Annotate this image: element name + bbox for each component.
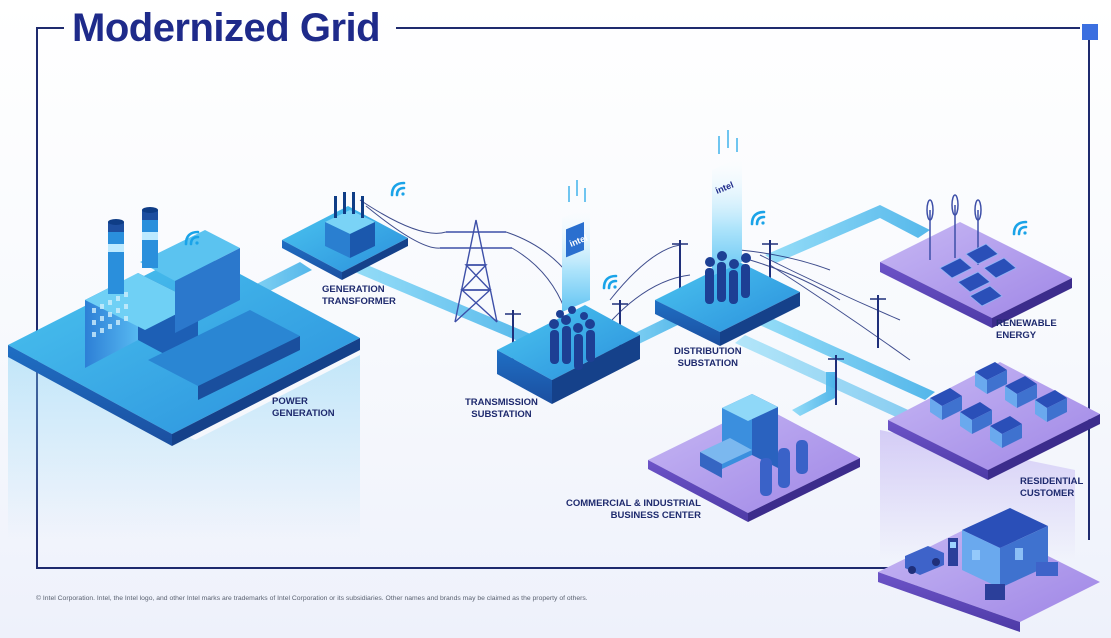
wifi-icons (184, 181, 1028, 290)
wifi-icon (390, 181, 406, 197)
power-generation-platform (8, 207, 360, 446)
data-tower-icon: intel (562, 180, 590, 312)
flow-renewable-to-distribution (765, 205, 930, 263)
transmission-substation-platform: intel (497, 180, 640, 404)
ev-charger-icon (948, 538, 958, 566)
flow-transformer-to-transmission (350, 262, 540, 346)
solar-panel-icon (939, 243, 1017, 307)
distribution-substation-platform: intel (655, 130, 800, 346)
data-tower-icon: intel (712, 130, 742, 276)
home-ev-platform (878, 508, 1100, 632)
commercial-industrial-platform (648, 394, 860, 522)
corner-square-marker (1082, 24, 1098, 40)
frame-bottom-line (36, 567, 896, 569)
car-icon (905, 546, 944, 575)
wifi-icon (1012, 220, 1028, 236)
transformer-icon (325, 192, 375, 258)
home-meter (985, 584, 1005, 600)
page-title: Modernized Grid (72, 6, 381, 50)
residential-customer-platform (888, 362, 1100, 480)
factory-icon (108, 207, 158, 294)
flow-to-commercial (792, 372, 835, 416)
house-icon (930, 362, 1067, 448)
flow-distribution-to-residential (755, 315, 935, 400)
house-icon (962, 508, 1048, 588)
frame-top-line (396, 27, 1080, 29)
pylon-icon (440, 219, 512, 323)
wifi-icon (602, 274, 618, 290)
wifi-icon (184, 230, 200, 246)
frame-top-left-tick (36, 27, 64, 29)
frame-right-line (1088, 40, 1090, 540)
home-battery (1036, 562, 1058, 576)
generation-transformer-platform (282, 192, 408, 280)
wifi-icon (750, 210, 766, 226)
renewable-energy-platform (880, 194, 1072, 328)
frame-left-line (36, 27, 38, 569)
copyright-footer: © Intel Corporation. Intel, the Intel lo… (36, 595, 588, 602)
